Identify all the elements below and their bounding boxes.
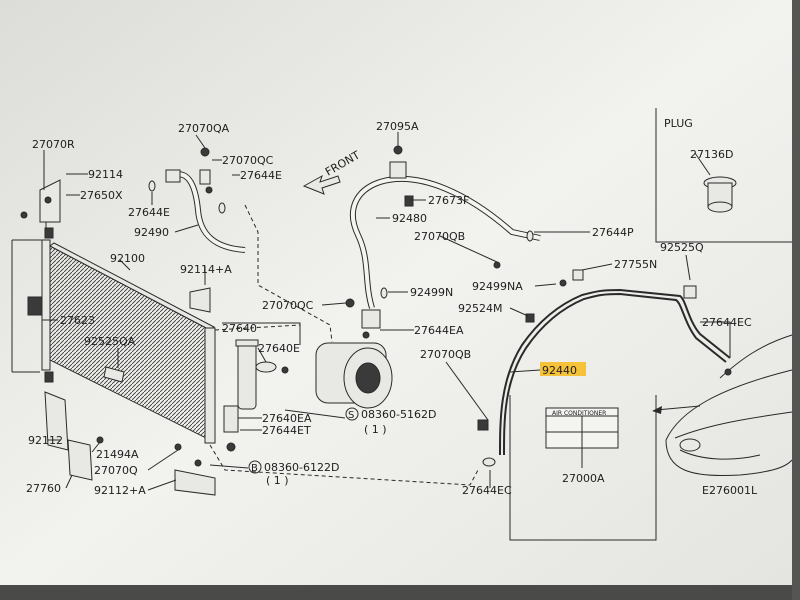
label-27640: 27640	[222, 322, 257, 335]
label-92524M: 92524M	[458, 302, 502, 315]
label-27644ET: 27644ET	[262, 424, 311, 437]
label-21494A: 21494A	[96, 448, 139, 461]
car-outline	[665, 334, 793, 477]
compressor	[315, 298, 393, 409]
label-27623: 27623	[60, 314, 95, 327]
bolt-s-qty: ( 1 )	[364, 423, 387, 436]
bolt-s-number: 08360-5162D	[361, 408, 436, 421]
pipe-92440	[477, 269, 731, 467]
label-92112A: 92112+A	[94, 484, 146, 497]
label-27673F: 27673F	[428, 194, 469, 207]
highlight-92440	[540, 362, 586, 376]
bolt-callout-s: S 08360-5162D ( 1 )	[345, 407, 436, 436]
label-92440: 92440	[542, 364, 577, 377]
leader-lines	[42, 132, 731, 491]
label-27755N: 27755N	[614, 258, 657, 271]
label-92490: 92490	[134, 226, 169, 239]
dashed-lines	[209, 204, 479, 486]
ac-label-box: AIR CONDITIONER	[509, 395, 701, 541]
bolt-b-qty: ( 1 )	[266, 474, 289, 487]
lower-bracket-left	[44, 391, 104, 481]
label-27644E-left: 27644E	[128, 206, 170, 219]
plug-box: PLUG	[655, 108, 792, 243]
label-92499N: 92499N	[410, 286, 453, 299]
part-labels: 27070R 92114 27650X 27070QA 27070QC 2764…	[26, 120, 758, 497]
label-27070QB-mid: 27070QB	[420, 348, 471, 361]
label-27070QA: 27070QA	[178, 122, 230, 135]
bolt-callout-b: B 08360-6122D ( 1 )	[248, 460, 339, 487]
ac-label-title: AIR CONDITIONER	[552, 410, 606, 417]
label-27070QC-mid: 27070QC	[262, 299, 314, 312]
label-27644E-top: 27644E	[240, 169, 282, 182]
label-27650X: 27650X	[80, 189, 123, 202]
lower-bracket-right	[174, 443, 216, 496]
label-27070R: 27070R	[32, 138, 75, 151]
receiver-drier	[223, 339, 289, 452]
side-bracket	[103, 287, 211, 383]
label-92480: 92480	[392, 212, 427, 225]
plug-title: PLUG	[664, 117, 693, 130]
label-92525Q: 92525Q	[660, 241, 704, 254]
label-92525QA: 92525QA	[84, 335, 136, 348]
label-27136D: 27136D	[690, 148, 733, 161]
label-27760: 27760	[26, 482, 61, 495]
condenser	[11, 208, 216, 444]
upper-bracket	[20, 179, 61, 223]
label-27000A: 27000A	[562, 472, 605, 485]
label-92114A: 92114+A	[180, 263, 232, 276]
label-27640EA: 27640EA	[262, 412, 312, 425]
label-92100: 92100	[110, 252, 145, 265]
label-27640E: 27640E	[258, 342, 300, 355]
label-E276001L: E276001L	[702, 484, 758, 497]
label-27644EC-bottom: 27644EC	[462, 484, 512, 497]
pipe-92490	[148, 147, 246, 253]
label-27095A: 27095A	[376, 120, 419, 133]
label-27644P: 27644P	[592, 226, 634, 239]
bolt-b-symbol: B	[251, 463, 258, 474]
label-27070QC: 27070QC	[222, 154, 274, 167]
label-92499NA: 92499NA	[472, 280, 523, 293]
bolt-b-number: 08360-6122D	[264, 461, 339, 474]
label-27644EA: 27644EA	[414, 324, 464, 337]
label-27070QB-top: 27070QB	[414, 230, 465, 243]
label-92114: 92114	[88, 168, 123, 181]
label-92112: 92112	[28, 434, 63, 447]
label-27644EC-right: 27644EC	[702, 316, 752, 329]
bolt-s-symbol: S	[348, 410, 354, 421]
label-27070Q: 27070Q	[94, 464, 138, 477]
